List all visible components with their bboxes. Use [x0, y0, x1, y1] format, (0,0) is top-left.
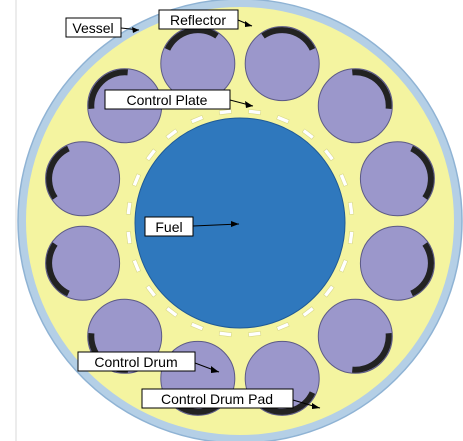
control-plate: [218, 330, 232, 338]
control-plate: [248, 330, 262, 338]
control-drum: [359, 141, 435, 217]
control-plate: [190, 114, 204, 125]
control-plate-arrowhead: [245, 101, 253, 108]
control-plate: [190, 321, 204, 332]
control-plate: [145, 148, 157, 162]
vessel-label: Vessel: [72, 20, 113, 36]
control-plate: [301, 128, 315, 140]
drum-body: [45, 225, 121, 301]
control-drum: [160, 26, 236, 102]
control-plate: [145, 284, 157, 298]
vessel-arrowhead: [132, 27, 139, 33]
control-plate: [125, 231, 133, 245]
drum-pad: [410, 242, 434, 297]
control-drum: [317, 298, 393, 374]
reflector-label: Reflector: [170, 12, 226, 28]
control-plate-label-box: [104, 89, 231, 110]
control-drum-pad-label: Control Drum Pad: [161, 391, 273, 407]
control-plate: [338, 259, 349, 273]
control-drum-pad-arrowhead: [312, 403, 320, 409]
control-plate: [347, 231, 355, 245]
drum-pad: [352, 333, 392, 373]
control-drum-pad-callout: Control Drum Pad: [141, 388, 321, 409]
control-plate: [301, 306, 315, 318]
control-plate: [131, 173, 142, 187]
drum-pad: [46, 242, 70, 297]
control-drum-arrowhead: [211, 366, 219, 373]
drum-pad: [164, 27, 219, 51]
control-drum: [244, 26, 320, 102]
fuel-label-box: [144, 216, 194, 237]
drum-body: [359, 225, 435, 301]
control-plate: [347, 201, 355, 215]
fuel-region: [134, 117, 346, 329]
control-drum: [45, 225, 121, 301]
control-plate: [131, 259, 142, 273]
vessel-label-box: [65, 17, 122, 38]
control-drum-callout: Control Drum: [77, 351, 220, 373]
control-plate-callout: Control Plate: [104, 89, 254, 110]
drum-pad: [46, 145, 70, 200]
vessel-callout: Vessel: [65, 17, 140, 38]
control-drums: [45, 26, 435, 416]
drum-body: [317, 68, 393, 144]
drum-pad: [352, 69, 392, 109]
control-plate-label: Control Plate: [127, 92, 208, 108]
drum-pad: [261, 27, 316, 51]
control-drum-label: Control Drum: [94, 354, 177, 370]
control-plate: [276, 114, 290, 125]
control-plate: [165, 128, 179, 140]
drum-pad: [88, 69, 128, 109]
control-plate: [338, 173, 349, 187]
control-drum-label-box: [77, 351, 196, 372]
control-plate: [125, 201, 133, 215]
control-plate: [276, 321, 290, 332]
control-plate: [218, 108, 232, 116]
fuel-callout: Fuel: [144, 216, 240, 237]
control-plate: [248, 108, 262, 116]
control-plate: [165, 306, 179, 318]
control-plates: [125, 108, 355, 338]
control-plate: [323, 284, 335, 298]
fuel-arrowhead: [231, 221, 239, 227]
reflector-label-box: [158, 9, 239, 30]
reflector-arrowhead: [245, 21, 252, 27]
drum-pad: [261, 391, 316, 415]
drum-body: [359, 141, 435, 217]
drum-pad: [410, 145, 434, 200]
drum-body: [45, 141, 121, 217]
reflector-callout: Reflector: [158, 9, 253, 30]
fuel-label: Fuel: [155, 219, 182, 235]
control-plate: [323, 148, 335, 162]
control-drum-pad-label-box: [141, 388, 294, 409]
control-drum: [317, 68, 393, 144]
control-drum: [359, 225, 435, 301]
drum-body: [317, 298, 393, 374]
drum-body: [244, 26, 320, 102]
control-drum: [45, 141, 121, 217]
